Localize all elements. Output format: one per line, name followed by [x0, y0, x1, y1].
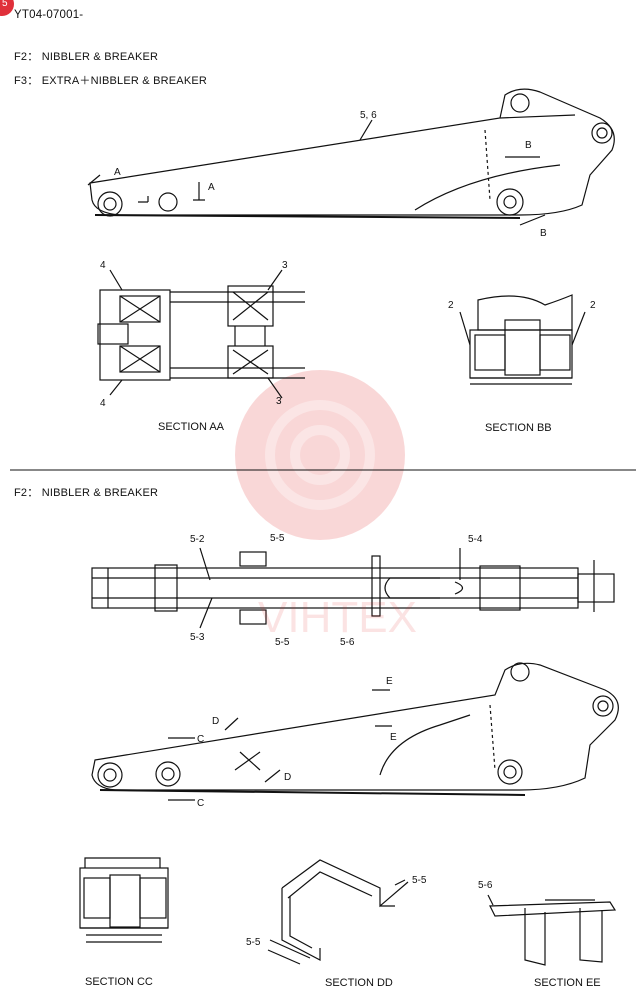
- section-bb-drawing: [459, 294, 586, 385]
- callout-5-3: 5-3: [190, 632, 205, 643]
- callout-d-lower: D: [284, 772, 291, 783]
- config-f3: F3： EXTRA＋NIBBLER & BREAKER: [14, 75, 208, 87]
- callout-5-6-topview: 5-6: [340, 637, 355, 648]
- callout-5-4: 5-4: [468, 534, 483, 545]
- watermark-inner: [265, 400, 375, 510]
- section-dd-title: SECTION DD: [325, 977, 393, 989]
- callout-ee-5-6: 5-6: [478, 880, 493, 891]
- callout-5-5-top: 5-5: [270, 533, 285, 544]
- callout-dd-5-5-bottom: 5-5: [246, 937, 261, 948]
- section-cc-drawing: [79, 857, 169, 943]
- badge-text: 5: [2, 0, 8, 9]
- callout-aa-3-bottom: 3: [276, 396, 282, 407]
- callout-e-lower: E: [390, 732, 397, 743]
- watermark-gear-icon: [235, 370, 405, 540]
- section-dd-drawing: [267, 859, 409, 965]
- callout-d-upper: D: [212, 716, 219, 727]
- boom-top-view: [91, 547, 615, 629]
- page-badge: 5: [0, 0, 14, 16]
- callout-c-upper: C: [197, 734, 204, 745]
- section-ee-drawing: [487, 894, 617, 966]
- section-ee-title: SECTION EE: [534, 977, 601, 989]
- top-boom-side-view: [87, 88, 615, 226]
- section-cc-title: SECTION CC: [85, 976, 153, 988]
- callout-b-lower: B: [540, 228, 547, 239]
- callout-b-upper: B: [525, 140, 532, 151]
- config-f2-lower: F2： NIBBLER & BREAKER: [14, 487, 159, 499]
- callout-c-lower: C: [197, 798, 204, 809]
- callout-bb-2-left: 2: [448, 300, 454, 311]
- callout-5-6: 5, 6: [360, 110, 377, 121]
- lower-boom-side-view: [91, 662, 619, 801]
- config-f2: F2： NIBBLER & BREAKER: [14, 51, 159, 63]
- callout-aa-3-top: 3: [282, 260, 288, 271]
- part-number: YT04-07001-: [14, 9, 84, 21]
- callout-bb-2-right: 2: [590, 300, 596, 311]
- section-bb-title: SECTION BB: [485, 422, 552, 434]
- callout-aa-4-top: 4: [100, 260, 106, 271]
- watermark-text: VIHTEX: [258, 593, 417, 642]
- section-aa-title: SECTION AA: [158, 421, 225, 433]
- callout-a-left: A: [114, 167, 121, 178]
- callout-e-upper: E: [386, 676, 393, 687]
- callout-5-2: 5-2: [190, 534, 205, 545]
- section-aa-drawing: [97, 269, 305, 399]
- callout-a-right: A: [208, 182, 215, 193]
- callout-5-5-bottom: 5-5: [275, 637, 290, 648]
- callout-dd-5-5-top: 5-5: [412, 875, 427, 886]
- callout-aa-4-bottom: 4: [100, 398, 106, 409]
